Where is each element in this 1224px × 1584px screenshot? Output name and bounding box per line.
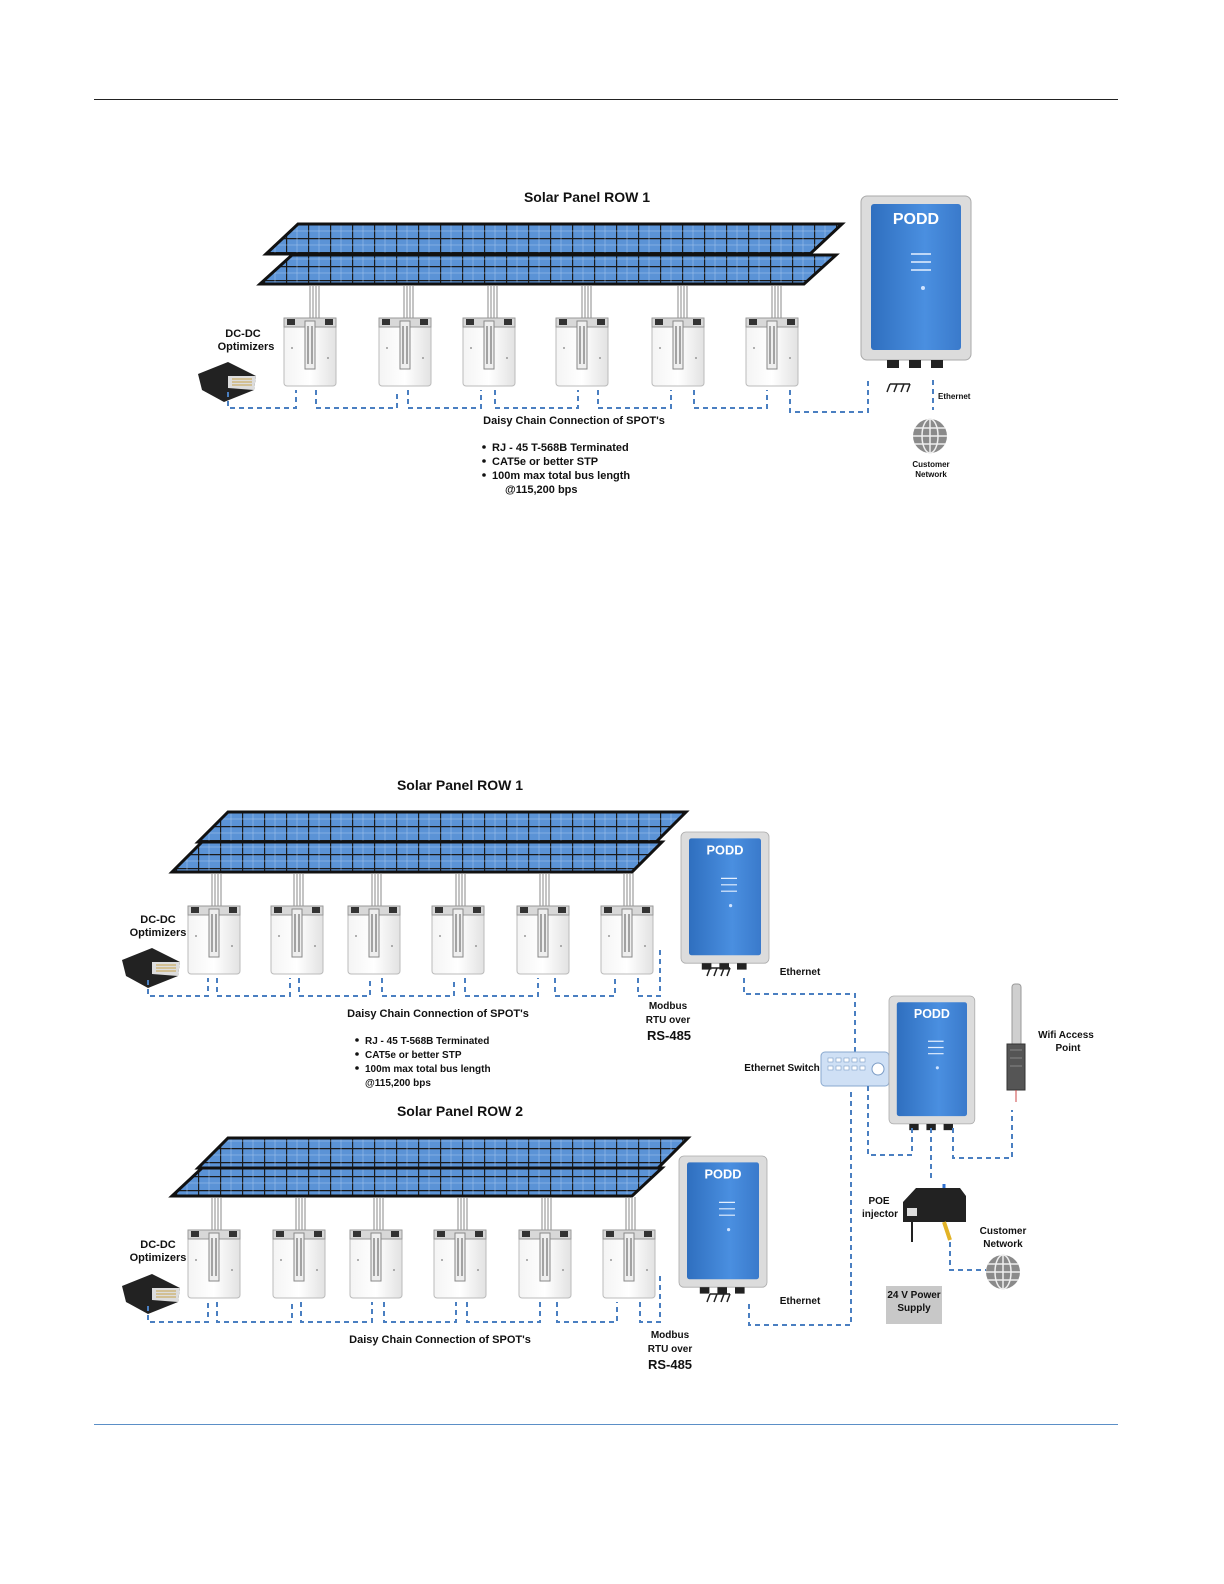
d1-optimizers-label-1: DC-DC (225, 328, 260, 340)
d2-customer-network-2: Network (983, 1239, 1023, 1250)
d1-bullets: RJ - 45 T-568B Terminated CAT5e or bette… (482, 442, 630, 496)
wifi-label-1: Wifi Access (1038, 1030, 1094, 1041)
power-supply-box (886, 1286, 942, 1324)
poe-label-2: injector (862, 1209, 898, 1220)
d2-customer-network-1: Customer (980, 1226, 1027, 1237)
diagram-2: Solar Panel ROW 1 DC-DC Optimizers (121, 777, 1094, 1372)
d1-globe-icon (912, 418, 948, 454)
d2-globe-icon (985, 1254, 1021, 1290)
d2-ethernet-cable-row1 (743, 978, 856, 1052)
d2-bullet-3: 100m max total bus length (365, 1064, 491, 1075)
ethernet-switch-icon (820, 1051, 890, 1087)
ethernet-switch-label: Ethernet Switch (744, 1063, 820, 1074)
d2-daisy-chain-row1 (147, 950, 661, 997)
d2-rj45-connector-icon-row2 (121, 1273, 181, 1315)
d1-row1-title: Solar Panel ROW 1 (524, 189, 650, 205)
d2-bullets: RJ - 45 T-568B Terminated CAT5e or bette… (355, 1036, 491, 1089)
d2-podd-to-wifi-cable (952, 1110, 1013, 1159)
poe-injector-icon (903, 1184, 966, 1242)
d1-optimizers-label-2: Optimizers (218, 341, 275, 353)
d2-optimizers-row2 (187, 1229, 656, 1299)
d2-daisy-chain-label-row2: Daisy Chain Connection of SPOT's (349, 1334, 531, 1346)
d2-modbus-row1-a: Modbus (649, 1001, 688, 1012)
d1-customer-network-1: Customer (912, 460, 949, 469)
wifi-access-point-icon (1006, 983, 1026, 1102)
d2-bullet-2: CAT5e or better STP (365, 1050, 462, 1061)
d1-ethernet-label: Ethernet (938, 392, 971, 401)
d1-podd-enclosure (860, 195, 972, 369)
d1-daisy-chain-label: Daisy Chain Connection of SPOT's (483, 415, 665, 427)
d1-optimizers (283, 317, 799, 387)
d1-bullet-1: RJ - 45 T-568B Terminated (492, 442, 629, 454)
d2-podd-row2 (678, 1155, 768, 1295)
diagram-1: Solar Panel ROW 1 DC-DC Opti (197, 189, 972, 496)
d2-ethernet-label-row1: Ethernet (780, 967, 821, 978)
d2-daisy-chain-row2 (147, 1276, 661, 1323)
footer-rule (94, 1424, 1118, 1425)
d2-bullet-1: RJ - 45 T-568B Terminated (365, 1036, 489, 1047)
d1-daisy-chain-cable (227, 378, 869, 413)
d2-podd-central (888, 995, 976, 1131)
d1-solar-panel-row (256, 222, 846, 318)
ground-icon (886, 383, 911, 393)
d2-modbus-row2-a: Modbus (651, 1330, 690, 1341)
d2-modbus-row2-b: RTU over (648, 1344, 693, 1355)
d2-ethernet-label-row2: Ethernet (780, 1296, 821, 1307)
d1-bullet-2: CAT5e or better STP (492, 456, 598, 468)
d2-solar-panel-row1 (168, 810, 690, 906)
d2-optimizers-label-1a: DC-DC (140, 914, 175, 926)
d2-solar-panel-row2 (168, 1136, 692, 1230)
d2-rj45-connector-icon-row1 (121, 947, 181, 989)
d2-rs485-row1: RS-485 (647, 1028, 691, 1043)
header-rule (94, 99, 1118, 100)
d2-bullet-cont: @115,200 bps (365, 1078, 431, 1089)
d2-row2-title: Solar Panel ROW 2 (397, 1103, 523, 1119)
d1-bullet-3: 100m max total bus length (492, 470, 630, 482)
d2-optimizers-label-2b: Optimizers (130, 1252, 187, 1264)
d2-ground-icon-row2 (706, 1293, 731, 1303)
d2-daisy-chain-label-row1: Daisy Chain Connection of SPOT's (347, 1008, 529, 1020)
d2-modbus-row1-b: RTU over (646, 1015, 691, 1026)
d1-customer-network-2: Network (915, 470, 947, 479)
d2-podd-row1 (680, 831, 770, 971)
d2-row1-title: Solar Panel ROW 1 (397, 777, 523, 793)
poe-to-network-cable (949, 1242, 986, 1271)
d2-rs485-row2: RS-485 (648, 1357, 692, 1372)
power-supply-label-2: Supply (897, 1303, 931, 1314)
d2-switch-to-podd-cable (867, 1086, 913, 1156)
power-supply-label-1: 24 V Power (887, 1290, 940, 1301)
d2-ethernet-cable-row2 (748, 1088, 852, 1326)
poe-label-1: POE (868, 1196, 889, 1207)
d2-optimizers-label-1b: Optimizers (130, 927, 187, 939)
d1-bullet-cont: @115,200 bps (505, 484, 578, 496)
d2-optimizers-label-2a: DC-DC (140, 1239, 175, 1251)
wifi-label-2: Point (1056, 1043, 1082, 1054)
d2-optimizers-row1 (187, 905, 654, 975)
